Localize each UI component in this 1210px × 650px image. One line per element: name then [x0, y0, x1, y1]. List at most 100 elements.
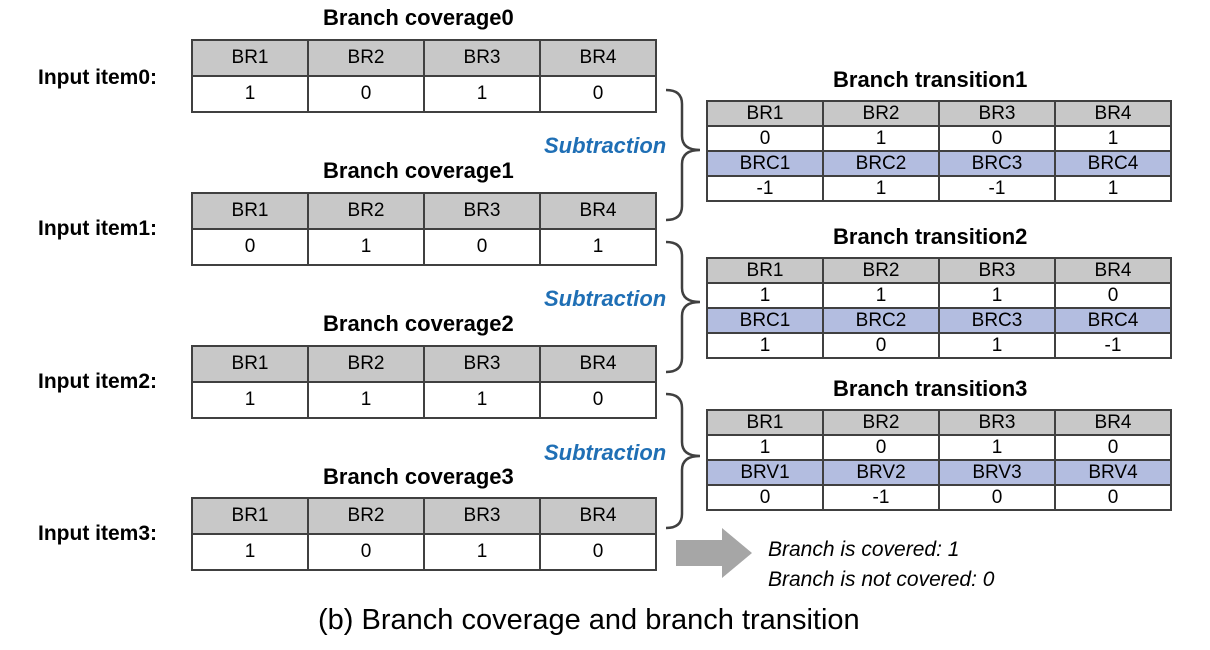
- coverage-value-cell: 1: [307, 228, 425, 266]
- transition-subheader-cell: BRV4: [1054, 459, 1172, 486]
- coverage-header-row: BR1 BR2 BR3 BR4: [191, 39, 657, 77]
- transition-value-cell: 0: [706, 125, 824, 152]
- input-label-1: Input item1:: [38, 217, 157, 240]
- coverage-value-cell: 0: [191, 228, 309, 266]
- transition-value-cell: 0: [822, 434, 940, 461]
- transition-subvalue-cell: 0: [706, 484, 824, 511]
- coverage-header-cell: BR3: [423, 497, 541, 535]
- transition-value-cell: 1: [706, 282, 824, 309]
- legend-not-covered: Branch is not covered: 0: [768, 568, 995, 591]
- transition-subvalue-cell: 0: [1054, 484, 1172, 511]
- transition-subheader-row: BRC1 BRC2 BRC3 BRC4: [706, 307, 1172, 334]
- transition-header-cell: BR1: [706, 100, 824, 127]
- transition-value-cell: 0: [1054, 282, 1172, 309]
- transition-header-row: BR1 BR2 BR3 BR4: [706, 257, 1172, 284]
- transition-subvalue-cell: 1: [822, 175, 940, 202]
- brace-3: [665, 392, 701, 530]
- figure-caption: (b) Branch coverage and branch transitio…: [318, 604, 860, 636]
- coverage-value-row: 1 0 1 0: [191, 75, 657, 113]
- transition-subheader-cell: BRC4: [1054, 150, 1172, 177]
- transition-value-row: 1 1 1 0: [706, 282, 1172, 309]
- transition-value-cell: 0: [938, 125, 1056, 152]
- coverage-header-cell: BR4: [539, 192, 657, 230]
- subtraction-label-3: Subtraction: [544, 440, 667, 465]
- input-label-2: Input item2:: [38, 370, 157, 393]
- legend: Branch is covered: 1 Branch is not cover…: [768, 535, 994, 595]
- transition-header-cell: BR4: [1054, 257, 1172, 284]
- transition-subheader-row: BRV1 BRV2 BRV3 BRV4: [706, 459, 1172, 486]
- coverage-header-cell: BR2: [307, 497, 425, 535]
- coverage-header-row: BR1 BR2 BR3 BR4: [191, 192, 657, 230]
- transition-value-cell: 1: [706, 434, 824, 461]
- transition-table-2: BR1 BR2 BR3 BR4 1 1 1 0 BRC1 BRC2 BRC3 B…: [706, 257, 1172, 359]
- coverage-header-cell: BR1: [191, 497, 309, 535]
- coverage-header-cell: BR3: [423, 345, 541, 383]
- coverage-value-cell: 1: [423, 533, 541, 571]
- coverage-value-cell: 1: [191, 75, 309, 113]
- coverage-header-cell: BR4: [539, 39, 657, 77]
- coverage-value-cell: 0: [539, 381, 657, 419]
- transition-title-1: Branch transition1: [833, 67, 1028, 92]
- coverage-header-cell: BR2: [307, 192, 425, 230]
- transition-header-row: BR1 BR2 BR3 BR4: [706, 100, 1172, 127]
- transition-subvalue-cell: -1: [822, 484, 940, 511]
- coverage-header-cell: BR4: [539, 345, 657, 383]
- subtraction-label-1: Subtraction: [544, 133, 667, 158]
- transition-value-row: 1 0 1 0: [706, 434, 1172, 461]
- transition-subheader-cell: BRV2: [822, 459, 940, 486]
- transition-header-cell: BR1: [706, 409, 824, 436]
- transition-header-cell: BR2: [822, 409, 940, 436]
- coverage-value-cell: 0: [307, 533, 425, 571]
- transition-subvalue-cell: -1: [1054, 332, 1172, 359]
- transition-subheader-cell: BRC2: [822, 307, 940, 334]
- transition-header-cell: BR3: [938, 409, 1056, 436]
- transition-title-2: Branch transition2: [833, 224, 1028, 249]
- transition-subheader-cell: BRV1: [706, 459, 824, 486]
- transition-subheader-cell: BRC2: [822, 150, 940, 177]
- coverage-value-cell: 0: [423, 228, 541, 266]
- coverage-header-row: BR1 BR2 BR3 BR4: [191, 345, 657, 383]
- coverage-header-cell: BR3: [423, 39, 541, 77]
- coverage-header-row: BR1 BR2 BR3 BR4: [191, 497, 657, 535]
- coverage-table-1: BR1 BR2 BR3 BR4 0 1 0 1: [191, 192, 657, 266]
- transition-value-cell: 0: [1054, 434, 1172, 461]
- coverage-value-cell: 1: [191, 381, 309, 419]
- transition-header-row: BR1 BR2 BR3 BR4: [706, 409, 1172, 436]
- transition-subvalue-cell: 1: [706, 332, 824, 359]
- transition-table-3: BR1 BR2 BR3 BR4 1 0 1 0 BRV1 BRV2 BRV3 B…: [706, 409, 1172, 511]
- legend-arrow-icon: [676, 528, 752, 578]
- transition-subvalue-cell: 0: [822, 332, 940, 359]
- transition-subvalue-cell: -1: [706, 175, 824, 202]
- coverage-header-cell: BR3: [423, 192, 541, 230]
- transition-header-cell: BR2: [822, 257, 940, 284]
- transition-header-cell: BR4: [1054, 100, 1172, 127]
- coverage-table-0: BR1 BR2 BR3 BR4 1 0 1 0: [191, 39, 657, 113]
- transition-header-cell: BR2: [822, 100, 940, 127]
- coverage-header-cell: BR2: [307, 345, 425, 383]
- coverage-value-row: 1 0 1 0: [191, 533, 657, 571]
- transition-value-cell: 1: [822, 125, 940, 152]
- coverage-table-2: BR1 BR2 BR3 BR4 1 1 1 0: [191, 345, 657, 419]
- transition-value-cell: 1: [1054, 125, 1172, 152]
- brace-1: [665, 88, 701, 222]
- transition-subheader-cell: BRC3: [938, 150, 1056, 177]
- transition-subvalue-cell: 1: [1054, 175, 1172, 202]
- transition-subvalue-cell: 0: [938, 484, 1056, 511]
- transition-subvalue-row: -1 1 -1 1: [706, 175, 1172, 202]
- transition-subvalue-cell: 1: [938, 332, 1056, 359]
- coverage-title-0: Branch coverage0: [323, 5, 514, 30]
- transition-subheader-cell: BRV3: [938, 459, 1056, 486]
- coverage-title-1: Branch coverage1: [323, 158, 514, 183]
- coverage-header-cell: BR2: [307, 39, 425, 77]
- coverage-value-cell: 1: [423, 381, 541, 419]
- coverage-header-cell: BR4: [539, 497, 657, 535]
- transition-value-cell: 1: [822, 282, 940, 309]
- coverage-value-cell: 1: [307, 381, 425, 419]
- transition-header-cell: BR3: [938, 257, 1056, 284]
- brace-2: [665, 240, 701, 374]
- coverage-title-2: Branch coverage2: [323, 311, 514, 336]
- input-label-3: Input item3:: [38, 522, 157, 545]
- coverage-value-cell: 0: [307, 75, 425, 113]
- transition-value-cell: 1: [938, 282, 1056, 309]
